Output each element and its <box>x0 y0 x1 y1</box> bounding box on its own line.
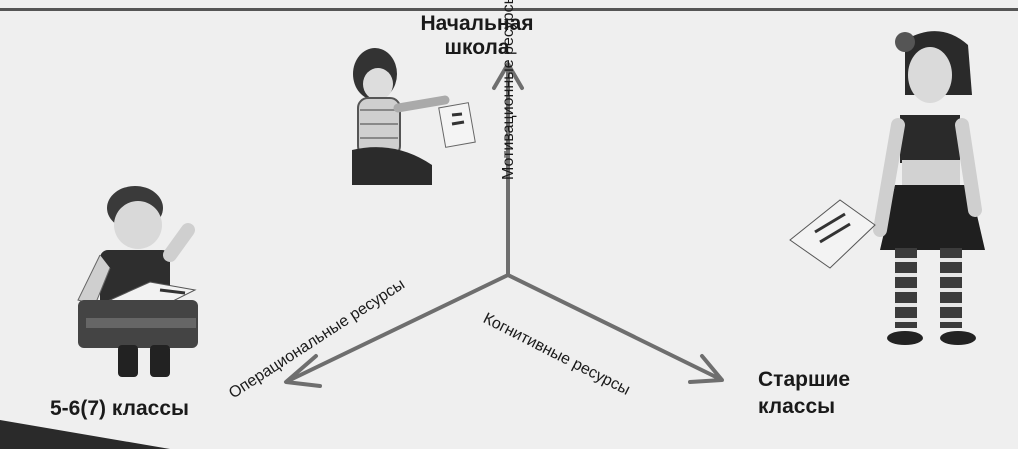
corner-wedge <box>0 420 170 449</box>
kneeling-child-figure <box>352 48 476 185</box>
pole-label-right: Старшие классы <box>758 366 850 421</box>
pole-label-left: 5-6(7) классы <box>50 397 189 420</box>
pole-label-top: Начальная школа <box>420 12 534 60</box>
pole-label-right-line2: классы <box>758 395 836 419</box>
arrow-right-head <box>688 354 724 384</box>
pole-label-right-line1: Старшие <box>758 368 851 391</box>
axis-label-motivational: Мотивационные ресурсы <box>500 0 517 180</box>
top-border <box>0 8 1018 11</box>
boy-with-book-figure <box>77 186 198 377</box>
arrow-up-head <box>492 62 524 90</box>
arrow-right <box>506 273 720 380</box>
arrow-left <box>288 273 510 382</box>
axis-arrows <box>284 62 724 388</box>
arrow-left-head <box>284 354 322 388</box>
girl-with-book-figure <box>789 31 985 345</box>
